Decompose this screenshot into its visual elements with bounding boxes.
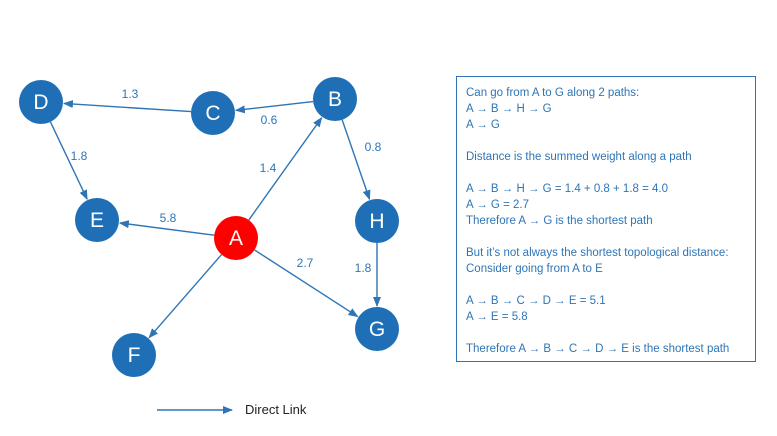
edge-weight-b-h: 0.8	[365, 140, 382, 154]
node-circle-e	[75, 198, 119, 242]
edge-weight-a-b: 1.4	[260, 161, 277, 175]
info-line	[466, 133, 747, 149]
node-g: G	[355, 307, 399, 351]
info-line: Therefore A → B → C → D → E is the short…	[466, 343, 730, 355]
node-circle-f	[112, 333, 156, 377]
edge-a-b	[248, 116, 323, 221]
node-label-f: F	[128, 344, 141, 367]
node-circle-d	[19, 80, 63, 124]
info-line	[466, 277, 747, 293]
legend-label: Direct Link	[245, 402, 307, 417]
node-label-e: E	[90, 209, 104, 232]
edge-weight-c-d: 1.3	[122, 87, 139, 101]
info-line: A → B → C → D → E = 5.1	[466, 295, 606, 307]
node-label-g: G	[369, 318, 385, 341]
legend: Direct Link	[157, 402, 307, 417]
node-e: E	[75, 198, 119, 242]
info-line	[466, 229, 747, 245]
edge-c-d	[62, 100, 192, 113]
info-line: A → G	[466, 119, 500, 131]
info-line: But it’s not always the shortest topolog…	[466, 247, 729, 259]
node-circle-g	[355, 307, 399, 351]
node-circle-c	[191, 91, 235, 135]
node-label-d: D	[33, 91, 48, 114]
edge-a-e	[118, 220, 215, 236]
node-circle-h	[355, 199, 399, 243]
edge-weight-h-g: 1.8	[355, 261, 372, 275]
info-line	[466, 165, 747, 181]
node-f: F	[112, 333, 156, 377]
info-line: Therefore A → G is the shortest path	[466, 215, 653, 227]
edge-weight-a-g: 2.7	[297, 256, 314, 270]
node-label-c: C	[205, 102, 220, 125]
node-c: C	[191, 91, 235, 135]
node-a: A	[214, 216, 258, 260]
info-line: Can go from A to G along 2 paths:	[466, 87, 640, 99]
nodes-layer: A B C D E F G H	[19, 77, 399, 377]
explanation-box: Can go from A to G along 2 paths: A → B →…	[456, 76, 756, 362]
node-circle-b	[313, 77, 357, 121]
info-line: A → E = 5.8	[466, 311, 528, 323]
info-line: Distance is the summed weight along a pa…	[466, 151, 692, 163]
node-label-h: H	[369, 210, 384, 233]
edge-a-g	[254, 249, 359, 318]
edge-weight-b-c: 0.6	[261, 113, 278, 127]
node-b: B	[313, 77, 357, 121]
edges-layer: 0.6 1.3 1.8 1.4 5.8 2.7 0.8 1.8	[49, 87, 382, 339]
info-line: Consider going from A to E	[466, 263, 603, 275]
info-line: A → B → H → G = 1.4 + 0.8 + 1.8 = 4.0	[466, 183, 668, 195]
info-line	[466, 325, 747, 341]
edge-weight-d-e: 1.8	[71, 149, 88, 163]
info-line: A → B → H → G	[466, 103, 552, 115]
node-label-a: A	[229, 227, 243, 250]
node-circle-a	[214, 216, 258, 260]
edge-b-c	[234, 100, 314, 114]
node-h: H	[355, 199, 399, 243]
node-d: D	[19, 80, 63, 124]
node-label-b: B	[328, 88, 342, 111]
edge-b-h	[341, 119, 371, 201]
info-line: A → G = 2.7	[466, 199, 529, 211]
edge-a-f	[148, 254, 223, 339]
edge-d-e	[49, 121, 88, 201]
edge-weight-a-e: 5.8	[160, 211, 177, 225]
